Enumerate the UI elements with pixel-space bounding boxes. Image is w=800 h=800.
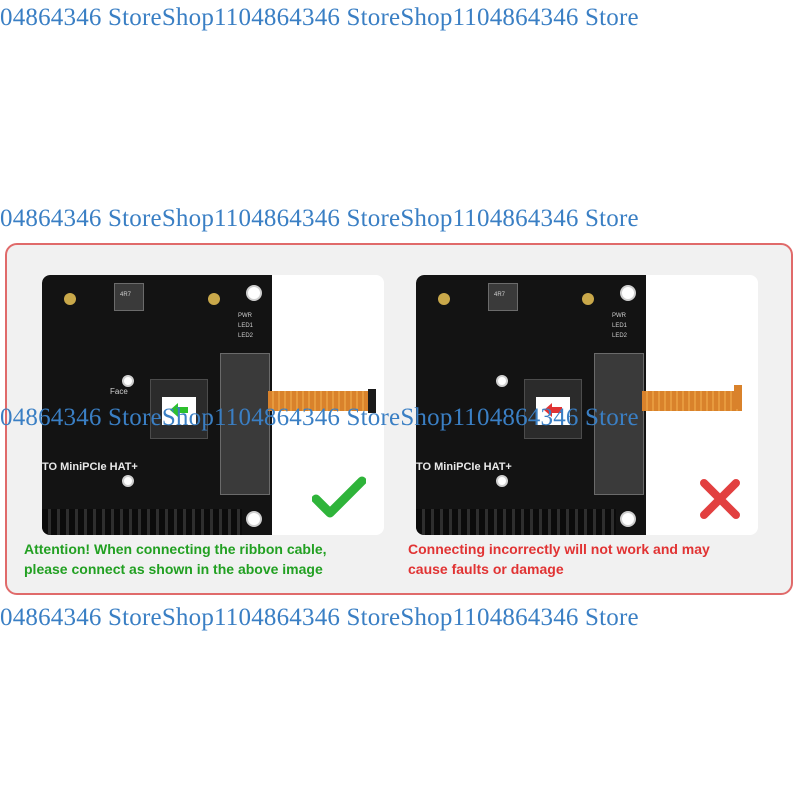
arrow-left-icon [542,401,564,419]
led-label-led1: LED1 [612,323,628,329]
mount-hole [496,475,508,487]
face-label: Face [110,387,128,396]
mount-hole [496,375,508,387]
ribbon-cable-end [368,389,376,413]
caption-correct-line1: Attention! When connecting the ribbon ca… [24,541,327,557]
incorrect-connection-panel: 4R7 PWR LED1 LED2 TO MiniPCIe HAT+ [416,275,758,535]
watermark-row-2: 04864346 StoreShop1104864346 StoreShop11… [0,205,639,232]
inductor [488,283,518,311]
led-label-pwr: PWR [238,313,252,319]
inductor-label: 4R7 [494,292,506,298]
pad [64,293,76,305]
pad [438,293,450,305]
ribbon-cable-end [734,385,742,409]
pad [208,293,220,305]
led-label-led1: LED1 [238,323,254,329]
ribbon-cable [642,391,742,411]
pad [582,293,594,305]
led-label-led2: LED2 [612,333,628,339]
pcb-board: 4R7 PWR LED1 LED2 Face TO MiniPCIe HAT+ [42,275,272,535]
caption-correct-line2: please connect as shown in the above ima… [24,561,323,577]
watermark-row-1: 04864346 StoreShop1104864346 StoreShop11… [0,4,639,31]
led-label-led2: LED2 [238,333,254,339]
gpio-header [42,509,242,535]
mount-hole [620,511,636,527]
minipcie-slot [220,353,270,495]
arrow-left-icon [168,401,190,419]
ribbon-cable [268,391,368,411]
gpio-header [416,509,616,535]
caption-incorrect-line1: Connecting incorrectly will not work and… [408,541,710,557]
pcb-board: 4R7 PWR LED1 LED2 TO MiniPCIe HAT+ [416,275,646,535]
board-title: TO MiniPCIe HAT+ [42,461,138,473]
led-label-pwr: PWR [612,313,626,319]
inductor [114,283,144,311]
caption-incorrect-line2: cause faults or damage [408,561,564,577]
inductor-label: 4R7 [120,292,132,298]
correct-connection-panel: 4R7 PWR LED1 LED2 Face TO MiniPCIe HAT+ [42,275,384,535]
mount-hole [122,375,134,387]
mount-hole [246,285,262,301]
watermark-row-3: 04864346 StoreShop1104864346 StoreShop11… [0,404,639,431]
mount-hole [246,511,262,527]
mount-hole [620,285,636,301]
x-mark-icon [698,477,742,521]
board-title: TO MiniPCIe HAT+ [416,461,512,473]
checkmark-icon [311,475,367,519]
minipcie-slot [594,353,644,495]
mount-hole [122,475,134,487]
watermark-row-4: 04864346 StoreShop1104864346 StoreShop11… [0,604,639,631]
